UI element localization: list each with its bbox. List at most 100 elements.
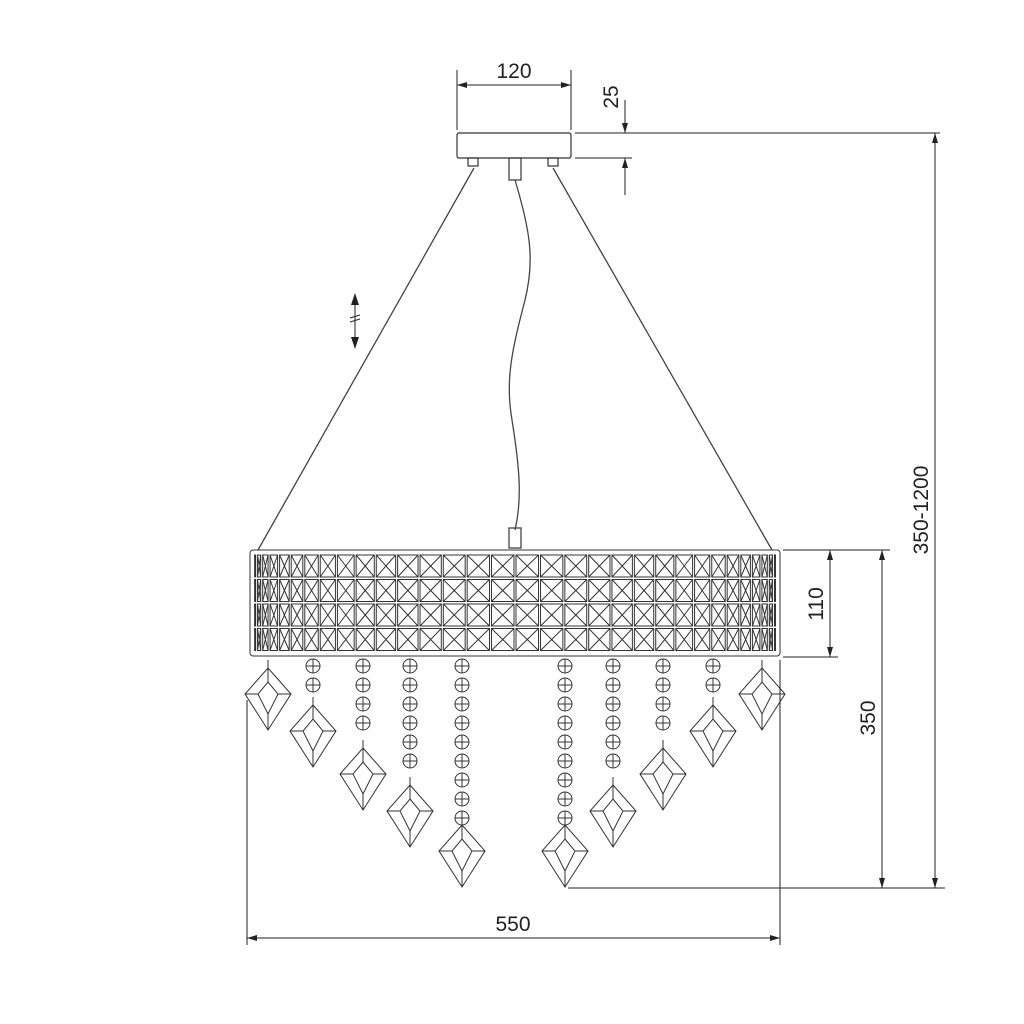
crystal-tile [397, 628, 419, 651]
crystal-tile [319, 554, 336, 578]
crystal-tile [540, 554, 564, 578]
crystal-tile [466, 554, 490, 578]
crystal-tile [257, 579, 262, 602]
crystal-strand [438, 658, 486, 888]
crystal-tile [768, 554, 773, 578]
crystal-tile [319, 579, 336, 602]
crystal-tile [290, 579, 304, 602]
crystal-tile [375, 628, 397, 651]
crystal-strand [289, 658, 337, 768]
crystal-tile [751, 579, 761, 602]
crystal-tile [375, 554, 397, 578]
crystal-tile [466, 628, 490, 651]
crystal-tile [466, 579, 490, 602]
crystal-strand [689, 658, 737, 768]
crystal-tile [336, 554, 355, 578]
crystal-tile [254, 628, 257, 651]
crystal-tile [768, 579, 773, 602]
crystal-tile [257, 628, 262, 651]
crystal-strand [339, 658, 387, 811]
crystal-strand [386, 658, 434, 848]
crystal-tile [355, 579, 375, 602]
crystal-tile [761, 579, 768, 602]
crystal-tile [711, 554, 726, 578]
dim-canopy-width: 120 [496, 60, 531, 83]
crystal-tile [564, 628, 588, 651]
crystal-tile [611, 628, 633, 651]
crystal-tile [290, 628, 304, 651]
crystal-tile [655, 628, 675, 651]
crystal-tile [269, 579, 279, 602]
crystal-tile [290, 554, 304, 578]
crystal-tile [375, 579, 397, 602]
crystal-tile [515, 603, 540, 627]
crystal-tile [564, 579, 588, 602]
dimension-lines [246, 70, 945, 945]
dim-diameter: 550 [495, 913, 530, 936]
crystal-tile [304, 579, 319, 602]
crystal-tile [633, 603, 655, 627]
crystal-tile [751, 554, 761, 578]
crystal-tile [540, 579, 564, 602]
crystal-tile [442, 554, 466, 578]
crystal-tile [773, 554, 776, 578]
crystal-tile [694, 554, 711, 578]
dim-total-height: 350-1200 [910, 466, 933, 555]
dim-band-height: 110 [805, 587, 828, 620]
crystal-tile [355, 628, 375, 651]
crystal-tile [773, 579, 776, 602]
crystal-tile [633, 554, 655, 578]
crystal-tile [336, 579, 355, 602]
crystal-tile [262, 579, 269, 602]
crystal-tile [633, 579, 655, 602]
crystal-tile [490, 554, 515, 578]
crystal-tile [751, 603, 761, 627]
crystal-tile [711, 603, 726, 627]
crystal-tile [254, 579, 257, 602]
crystal-tile [290, 603, 304, 627]
crystal-tile [419, 579, 442, 602]
crystal-tile [611, 603, 633, 627]
crystal-tile [279, 554, 290, 578]
crystal-tile [675, 554, 694, 578]
crystal-tile [262, 628, 269, 651]
crystal-tile [740, 628, 751, 651]
crystal-tile [397, 579, 419, 602]
crystal-tile [611, 554, 633, 578]
crystal-tile [262, 554, 269, 578]
crystal-tile [751, 628, 761, 651]
crystal-tile [319, 628, 336, 651]
crystal-tile [588, 579, 611, 602]
crystal-tile [726, 554, 740, 578]
crystal-tile [336, 628, 355, 651]
crystal-tile [515, 579, 540, 602]
crystal-tile [262, 603, 269, 627]
crystal-tile [675, 603, 694, 627]
crystal-tile [726, 603, 740, 627]
crystal-tile [419, 554, 442, 578]
crystal-tile [269, 603, 279, 627]
canopy [456, 132, 572, 181]
crystal-tile [761, 628, 768, 651]
crystal-tile [773, 603, 776, 627]
crystal-tile [761, 554, 768, 578]
crystal-tile [304, 603, 319, 627]
crystal-tile [694, 579, 711, 602]
crystal-tile [397, 554, 419, 578]
crystal-pendants [244, 658, 786, 888]
crystal-tile [675, 628, 694, 651]
crystal-tile [711, 579, 726, 602]
crystal-tile [319, 603, 336, 627]
crystal-tile [740, 554, 751, 578]
crystal-tile [466, 603, 490, 627]
crystal-tile [269, 628, 279, 651]
crystal-tile [442, 579, 466, 602]
crystal-tile [540, 603, 564, 627]
crystal-tile [761, 603, 768, 627]
crystal-tile [304, 628, 319, 651]
crystal-tile [655, 579, 675, 602]
crystal-strand [541, 658, 589, 888]
adjustable-length-icon [349, 293, 361, 349]
crystal-tile [694, 603, 711, 627]
